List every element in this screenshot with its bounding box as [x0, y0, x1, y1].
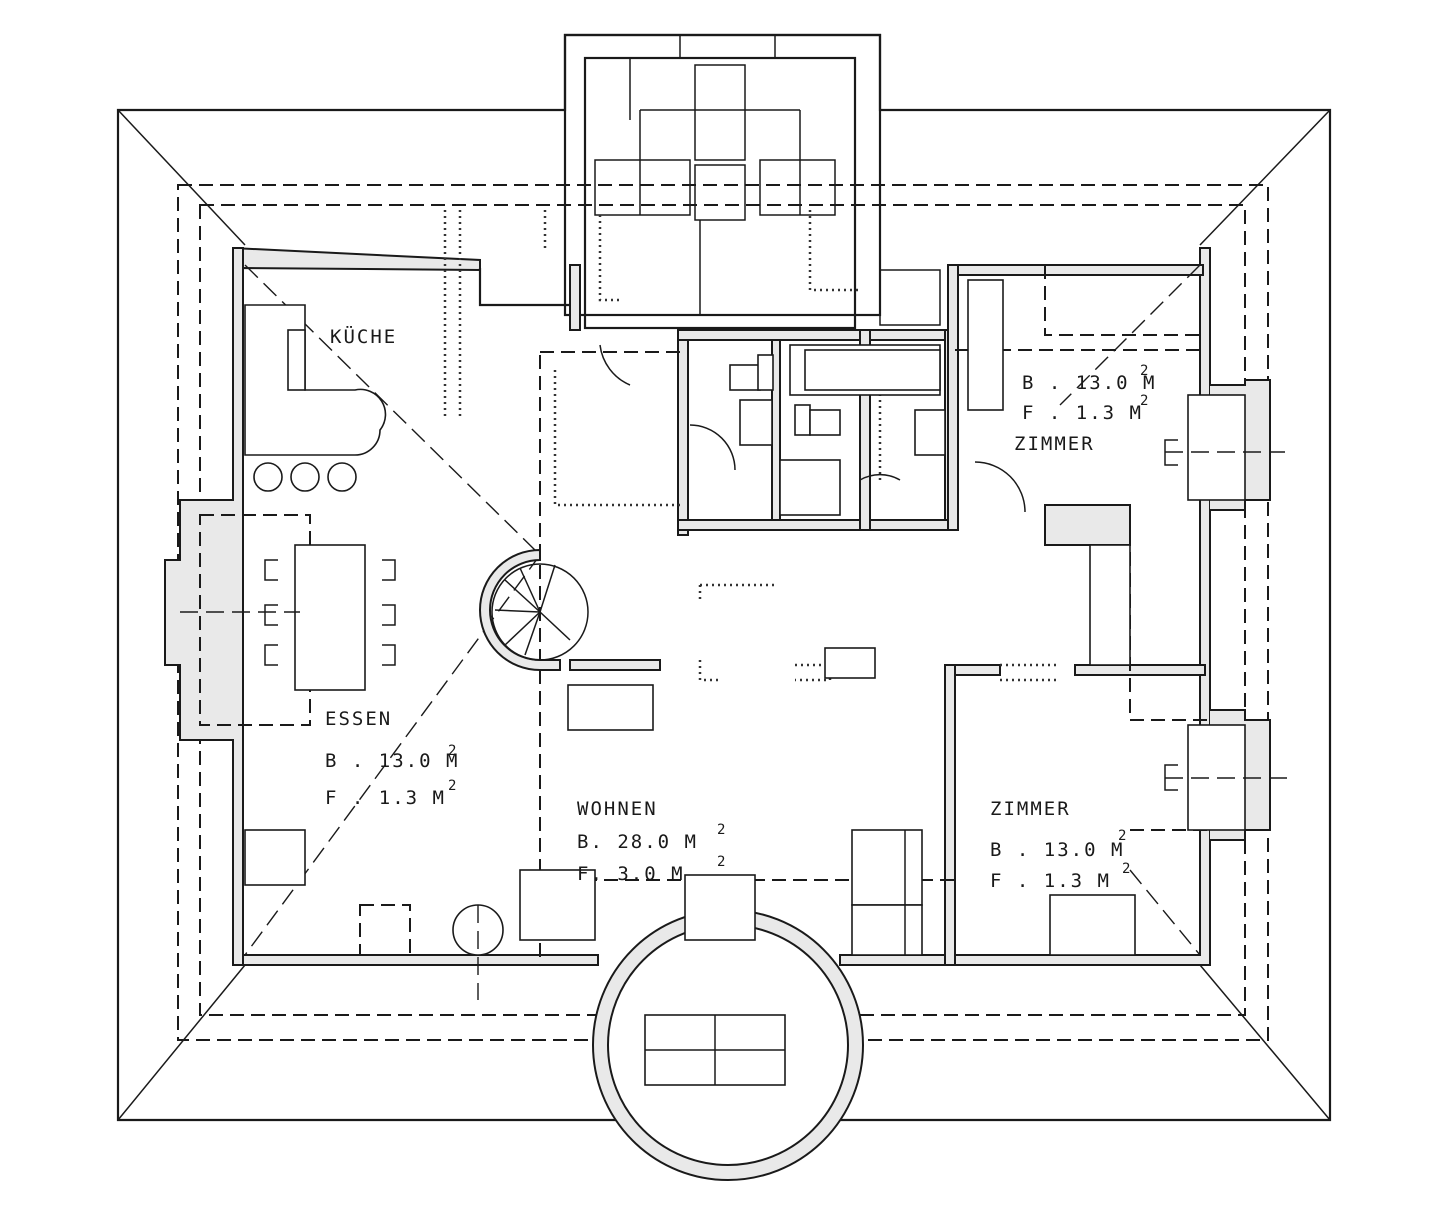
svg-text:2: 2 — [1118, 828, 1126, 844]
spiral-staircase — [479, 548, 589, 671]
svg-text:F . 1.3 M: F . 1.3 M — [1022, 402, 1143, 424]
svg-text:2: 2 — [1122, 861, 1130, 877]
svg-text:ZIMMER: ZIMMER — [990, 798, 1071, 820]
svg-text:B. 28.0 M: B. 28.0 M — [577, 831, 698, 853]
svg-text:KÜCHE: KÜCHE — [330, 325, 397, 348]
svg-text:B . 13.0 M: B . 13.0 M — [325, 750, 459, 772]
label-wohnen: WOHNEN B. 28.0 M 2 F. 3.0 M 2 — [577, 798, 725, 885]
round-bay — [592, 909, 864, 1181]
svg-text:2: 2 — [1140, 393, 1148, 409]
kitchen-fixtures — [244, 304, 387, 492]
top-dormer — [563, 33, 882, 330]
interior-walls — [478, 264, 1206, 966]
svg-text:F. 3.0 M: F. 3.0 M — [577, 863, 685, 885]
svg-text:F . 1.3 M: F . 1.3 M — [325, 787, 446, 809]
svg-text:WOHNEN: WOHNEN — [577, 798, 658, 820]
svg-text:2: 2 — [717, 854, 725, 870]
svg-text:B . 13.0 M: B . 13.0 M — [990, 839, 1124, 861]
label-zimmer-bottom: ZIMMER B . 13.0 M 2 F . 1.3 M 2 — [990, 798, 1130, 892]
svg-text:ZIMMER: ZIMMER — [1014, 433, 1095, 455]
label-kueche: KÜCHE — [330, 325, 397, 348]
zimmer-top-fixtures — [879, 269, 1285, 666]
svg-text:ESSEN: ESSEN — [325, 708, 392, 730]
svg-text:F . 1.3 M: F . 1.3 M — [990, 870, 1111, 892]
zimmer-bottom-fixtures — [1049, 724, 1295, 956]
label-zimmer-top: B . 13.0 M 2 F . 1.3 M 2 ZIMMER — [1014, 363, 1156, 455]
svg-text:2: 2 — [448, 778, 456, 794]
bathroom-fixtures — [599, 344, 946, 516]
svg-text:2: 2 — [448, 743, 456, 759]
svg-text:2: 2 — [1140, 363, 1148, 379]
living-fixtures — [244, 647, 923, 1000]
dining-table — [180, 514, 396, 726]
label-essen: ESSEN B . 13.0 M 2 F . 1.3 M 2 — [325, 708, 459, 809]
svg-text:2: 2 — [717, 822, 725, 838]
svg-text:B . 13.0 M: B . 13.0 M — [1022, 372, 1156, 394]
